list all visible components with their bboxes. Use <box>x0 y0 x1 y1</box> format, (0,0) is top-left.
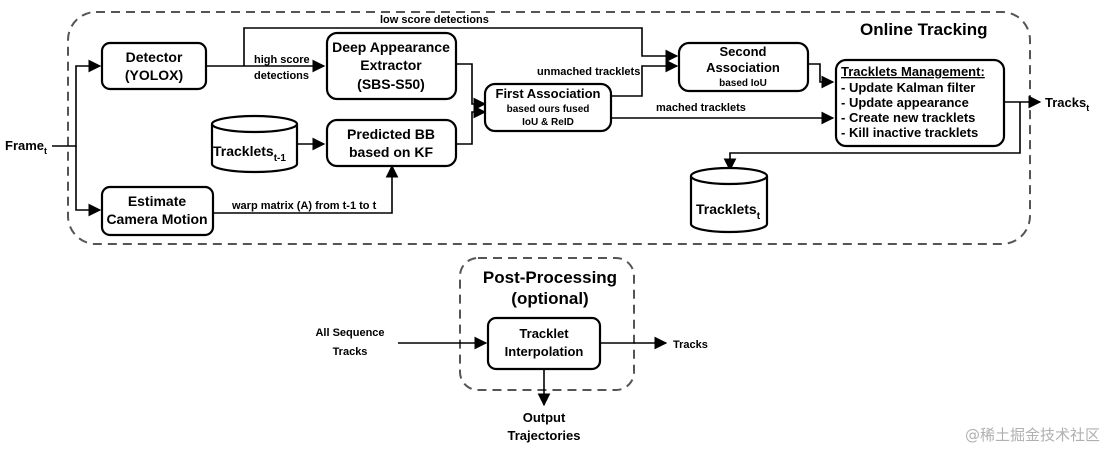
first-association-box <box>483 82 613 133</box>
post-processing-title: Post-Processing <box>483 268 617 287</box>
predicted-bb-label-2: based on KF <box>349 144 433 160</box>
interpolation-label-1: Tracklet <box>519 326 569 341</box>
unmatched-label: unmached tracklets <box>537 66 640 78</box>
all-sequence-label-1: All Sequence <box>315 327 384 339</box>
edge-extractor-first <box>456 63 487 111</box>
tracks-post-output: Tracks <box>673 339 708 351</box>
low-score-label: low score detections <box>380 14 489 26</box>
first-association-title: First Association <box>496 86 601 101</box>
watermark: @稀土掘金技术社区 <box>965 426 1100 444</box>
online-tracking-title: Online Tracking <box>860 20 988 39</box>
extractor-label-3: (SBS-S50) <box>357 76 425 92</box>
predicted-bb-box <box>325 118 458 168</box>
management-item-1: - Update Kalman filter <box>841 80 975 95</box>
management-item-2: - Update appearance <box>841 95 969 110</box>
management-item-3: - Create new tracklets <box>841 110 975 125</box>
extractor-label-1: Deep Appearance <box>332 39 450 55</box>
tracklets-management-box <box>834 58 1006 148</box>
edge-second-management <box>808 63 835 89</box>
extractor-label-2: Extractor <box>360 57 422 73</box>
camera-motion-label-2: Camera Motion <box>106 211 207 227</box>
edge-unmatched <box>611 59 679 97</box>
tracks-online-output: Trackst <box>1045 95 1089 113</box>
post-processing-group <box>459 257 635 391</box>
edge-low-score <box>243 27 679 66</box>
tracklets-prev-store: Trackletst-1 <box>210 114 299 174</box>
high-score-label-2: detections <box>254 70 309 82</box>
tracklets-management-title: Tracklets Management: <box>841 64 985 79</box>
detector-label-1: Detector <box>126 49 183 65</box>
edge-management-store <box>723 102 1021 172</box>
camera-motion-box <box>100 185 215 237</box>
matched-label: mached tracklets <box>656 102 746 114</box>
interpolation-label-2: Interpolation <box>505 344 584 359</box>
tracklets-curr-store: Trackletst <box>689 166 769 234</box>
second-association-line3: based IoU <box>719 78 767 89</box>
output-trajectories-label-1: Output <box>523 410 566 425</box>
camera-motion-label-1: Estimate <box>128 193 187 209</box>
first-association-line3: IoU & ReID <box>522 117 574 128</box>
output-trajectories-label-2: Trajectories <box>508 428 581 443</box>
predicted-bb-label-1: Predicted BB <box>347 126 435 142</box>
interpolation-box <box>486 316 602 371</box>
warp-label: warp matrix (A) from t-1 to t <box>231 200 377 212</box>
second-association-box <box>677 41 810 93</box>
extractor-box <box>325 31 458 101</box>
edge-camera-predicted <box>213 164 399 214</box>
edge-predicted-first <box>456 105 487 145</box>
high-score-label-1: high score <box>254 54 310 66</box>
post-processing-subtitle: (optional) <box>511 289 588 308</box>
tracklets-curr-label: Trackletst <box>696 201 761 222</box>
detector-box <box>100 41 208 91</box>
all-sequence-label-2: Tracks <box>333 346 368 358</box>
second-association-line1: Second <box>720 44 767 59</box>
edge-frame-camera <box>75 146 102 217</box>
management-item-4: - Kill inactive tracklets <box>841 125 978 140</box>
second-association-line2: Association <box>706 60 780 75</box>
edge-frame-detector <box>52 59 102 147</box>
first-association-line2: based ours fused <box>507 104 590 115</box>
detector-label-2: (YOLOX) <box>125 67 183 83</box>
frame-input-label: Framet <box>5 138 47 156</box>
tracklets-prev-label: Trackletst-1 <box>213 143 286 164</box>
online-tracking-group <box>67 11 1031 245</box>
